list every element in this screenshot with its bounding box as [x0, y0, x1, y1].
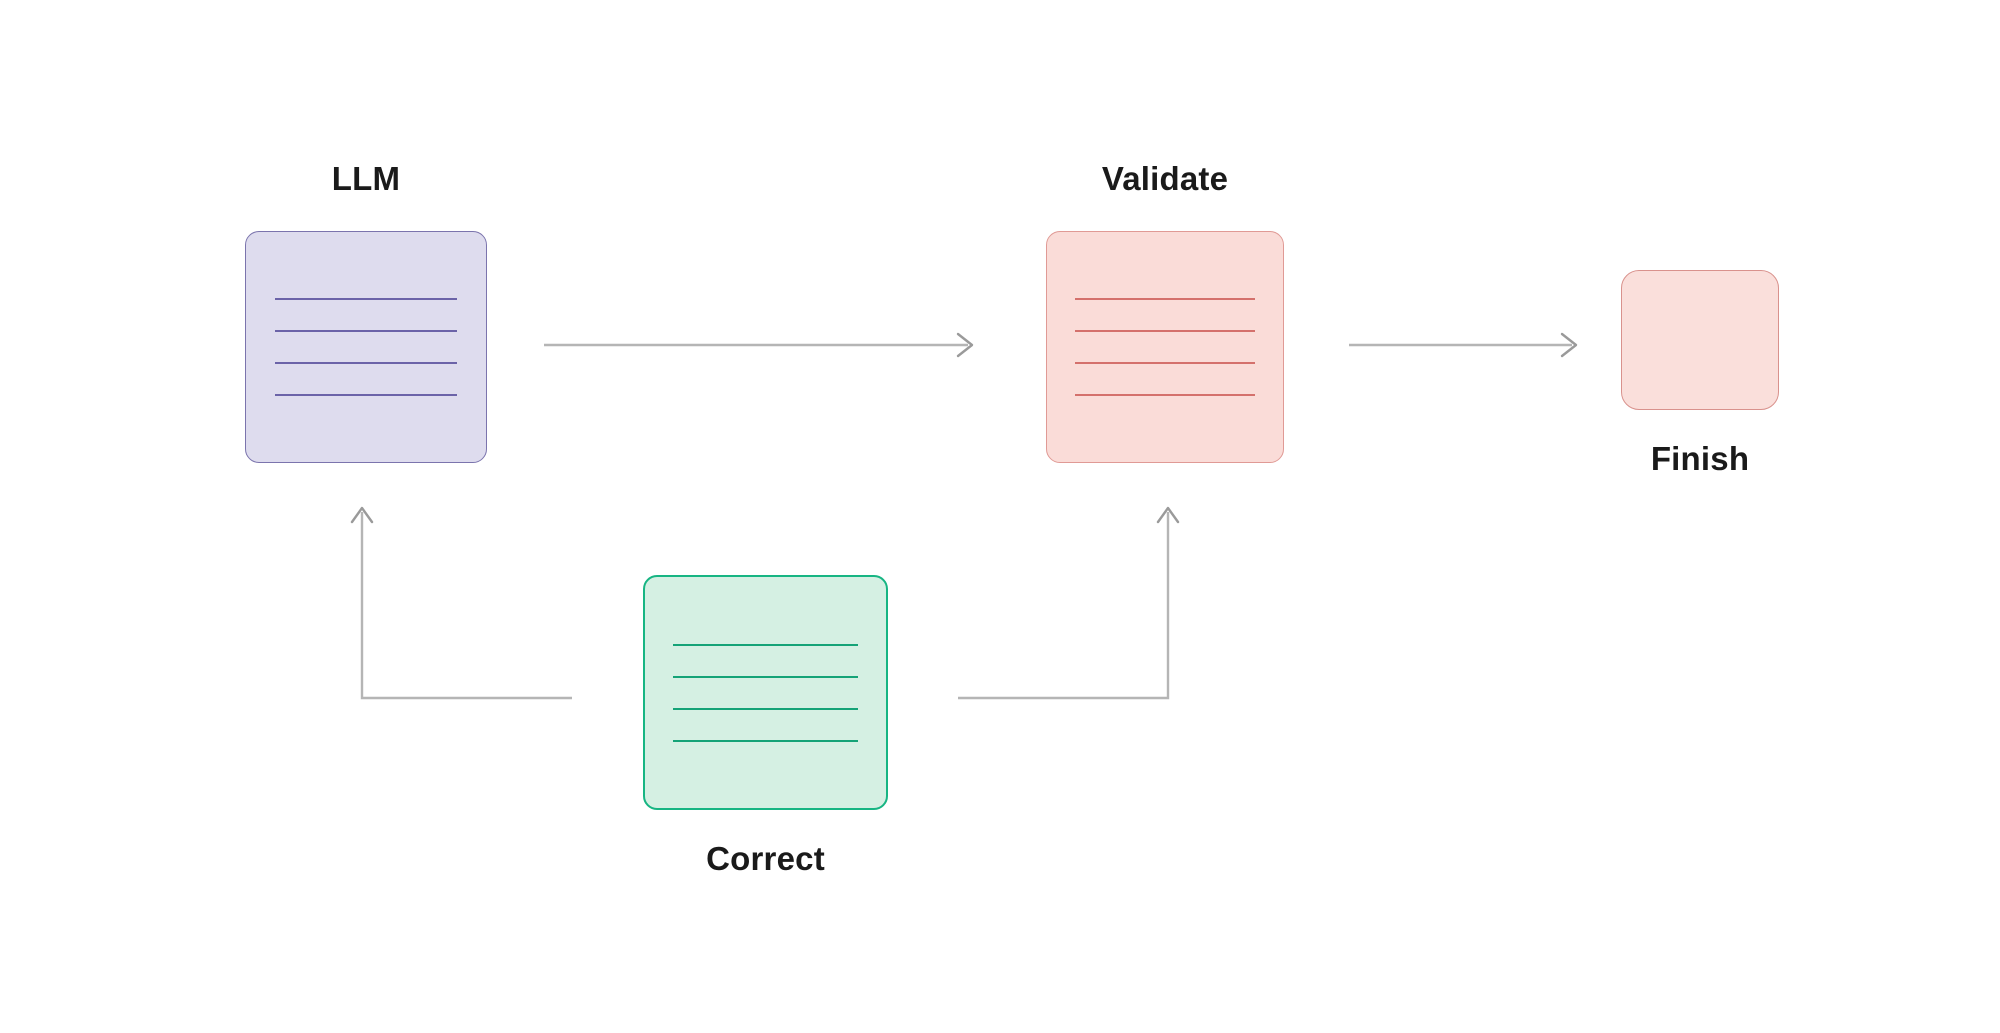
node-llm-lines [246, 232, 486, 462]
node-llm-line-2 [275, 330, 457, 332]
node-correct-line-4 [673, 739, 858, 742]
node-validate-line-1 [1075, 298, 1255, 300]
node-correct-label: Correct [706, 840, 825, 877]
node-llm-line-4 [275, 394, 457, 396]
node-correct-line-2 [673, 675, 858, 678]
edge-llm-to-validate [544, 332, 974, 358]
node-correct-line-3 [673, 707, 858, 710]
node-validate-line-4 [1075, 394, 1255, 396]
node-correct[interactable] [643, 575, 888, 810]
node-validate-label: Validate [1101, 160, 1229, 197]
node-validate[interactable] [1046, 231, 1284, 463]
edge-validate-to-finish [1349, 332, 1578, 358]
edge-correct-to-llm [350, 506, 572, 700]
node-validate-line-3 [1075, 362, 1255, 364]
node-validate-line-2 [1075, 330, 1255, 332]
node-correct-lines [645, 577, 886, 808]
node-llm-line-1 [275, 298, 457, 300]
node-llm[interactable] [245, 231, 487, 463]
node-finish[interactable] [1621, 270, 1779, 410]
node-llm-label: LLM [331, 160, 401, 197]
node-correct-line-1 [673, 643, 858, 646]
edge-validate-to-correct [958, 506, 1180, 700]
node-llm-line-3 [275, 362, 457, 364]
node-validate-lines [1047, 232, 1283, 462]
node-finish-label: Finish [1650, 440, 1750, 477]
